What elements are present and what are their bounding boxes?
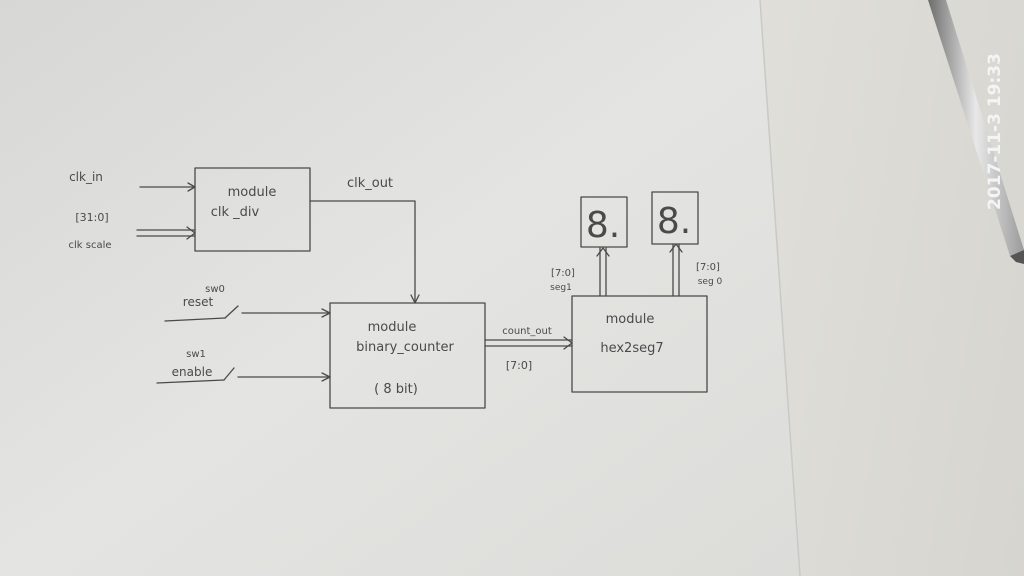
hex2seg7-label-2: hex2seg7 [600,341,663,356]
reset-label: reset [183,295,214,309]
seven-seg-digit-1: 8. [586,205,620,246]
seg1-arrow [596,247,610,257]
enable-label: enable [172,365,213,379]
pen [928,0,1024,256]
scale-bits-label: [31:0] [75,211,108,224]
reset-switch-lead [164,317,226,322]
clk-div-label-1: module [228,185,277,200]
clk-out-label: clk_out [347,176,393,191]
enable-arrow [321,372,331,382]
enable-switch-lead [156,379,225,384]
seg0-bits-label: [7:0] [696,262,720,273]
binary-counter-box [329,302,486,409]
seg0-name-label: seg 0 [698,277,723,287]
hex2seg7-box [571,295,708,393]
seven-seg-digit-0: 8. [657,201,691,242]
clk-in-arrow [187,182,196,192]
clk-scale-label: clk scale [68,240,111,251]
clk-scale-arrow [186,226,196,240]
binary-counter-label-3: ( 8 bit) [374,382,418,397]
seg1-name-label: seg1 [550,283,572,293]
clk-div-label-2: clk _div [211,205,260,220]
count-out-label: count_out [502,326,552,337]
clk-div-box [194,167,311,252]
seven-seg-display-1 [580,196,628,248]
seg0-arrow [669,243,683,253]
photo-timestamp: 2017-11-3 19:33 [985,53,1005,210]
seg1-bits-label: [7:0] [551,268,575,279]
count-bits-label: [7:0] [506,359,532,372]
binary-counter-label-2: binary_counter [356,340,454,355]
count-bus-arrow [563,336,573,350]
sw1-label: sw1 [186,349,206,360]
reset-switch-blade [224,305,239,319]
reset-arrow [321,308,331,318]
enable-switch-blade [223,367,235,381]
seven-seg-display-0 [651,191,699,245]
hex2seg7-label-1: module [606,312,655,327]
clk-in-label: clk_in [69,170,103,184]
sw0-label: sw0 [205,284,225,295]
binary-counter-label-1: module [368,320,417,335]
clk-out-wire [309,200,416,304]
